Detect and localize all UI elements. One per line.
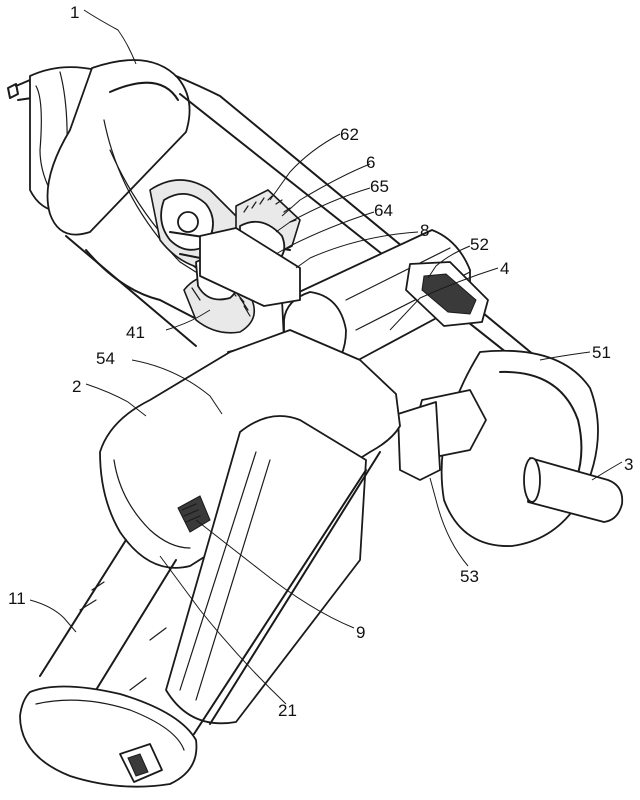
- label-4: 4: [500, 259, 509, 278]
- label-1: 1: [70, 3, 79, 22]
- label-41: 41: [126, 323, 145, 342]
- label-3: 3: [624, 455, 633, 474]
- label-6: 6: [366, 153, 375, 172]
- label-53: 53: [460, 567, 479, 586]
- label-51: 51: [592, 343, 611, 362]
- label-21: 21: [278, 701, 297, 720]
- label-2: 2: [72, 377, 81, 396]
- label-54: 54: [96, 349, 115, 368]
- label-9: 9: [356, 623, 365, 642]
- handle: [20, 330, 400, 787]
- label-65: 65: [370, 177, 389, 196]
- label-52: 52: [470, 235, 489, 254]
- label-11: 11: [8, 589, 26, 608]
- label-64: 64: [374, 201, 393, 220]
- label-62: 62: [340, 125, 359, 144]
- label-8: 8: [420, 221, 429, 240]
